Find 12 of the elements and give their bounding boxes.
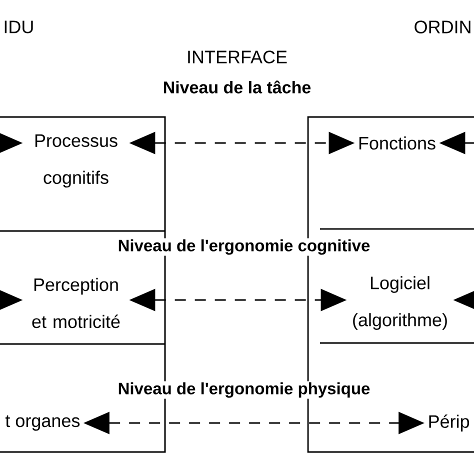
component-label: Fonctions [359, 136, 436, 150]
component-label: Processus cognitifs [35, 134, 118, 188]
component-label: t organes [5, 415, 80, 431]
level-heading: Niveau de l'ergonomie cognitive [116, 238, 372, 256]
level-heading: Niveau de la tâche [164, 80, 311, 94]
level-heading: Niveau de l'ergonomie physique [116, 381, 372, 399]
heading: INTERFACE [188, 50, 287, 64]
component-label: Logiciel (algorithme) [353, 276, 447, 330]
heading: ORDIN [414, 20, 470, 34]
component-label: Perception et motricité [32, 278, 120, 328]
heading: IDU [4, 20, 33, 34]
component-label: Périp [429, 414, 470, 432]
